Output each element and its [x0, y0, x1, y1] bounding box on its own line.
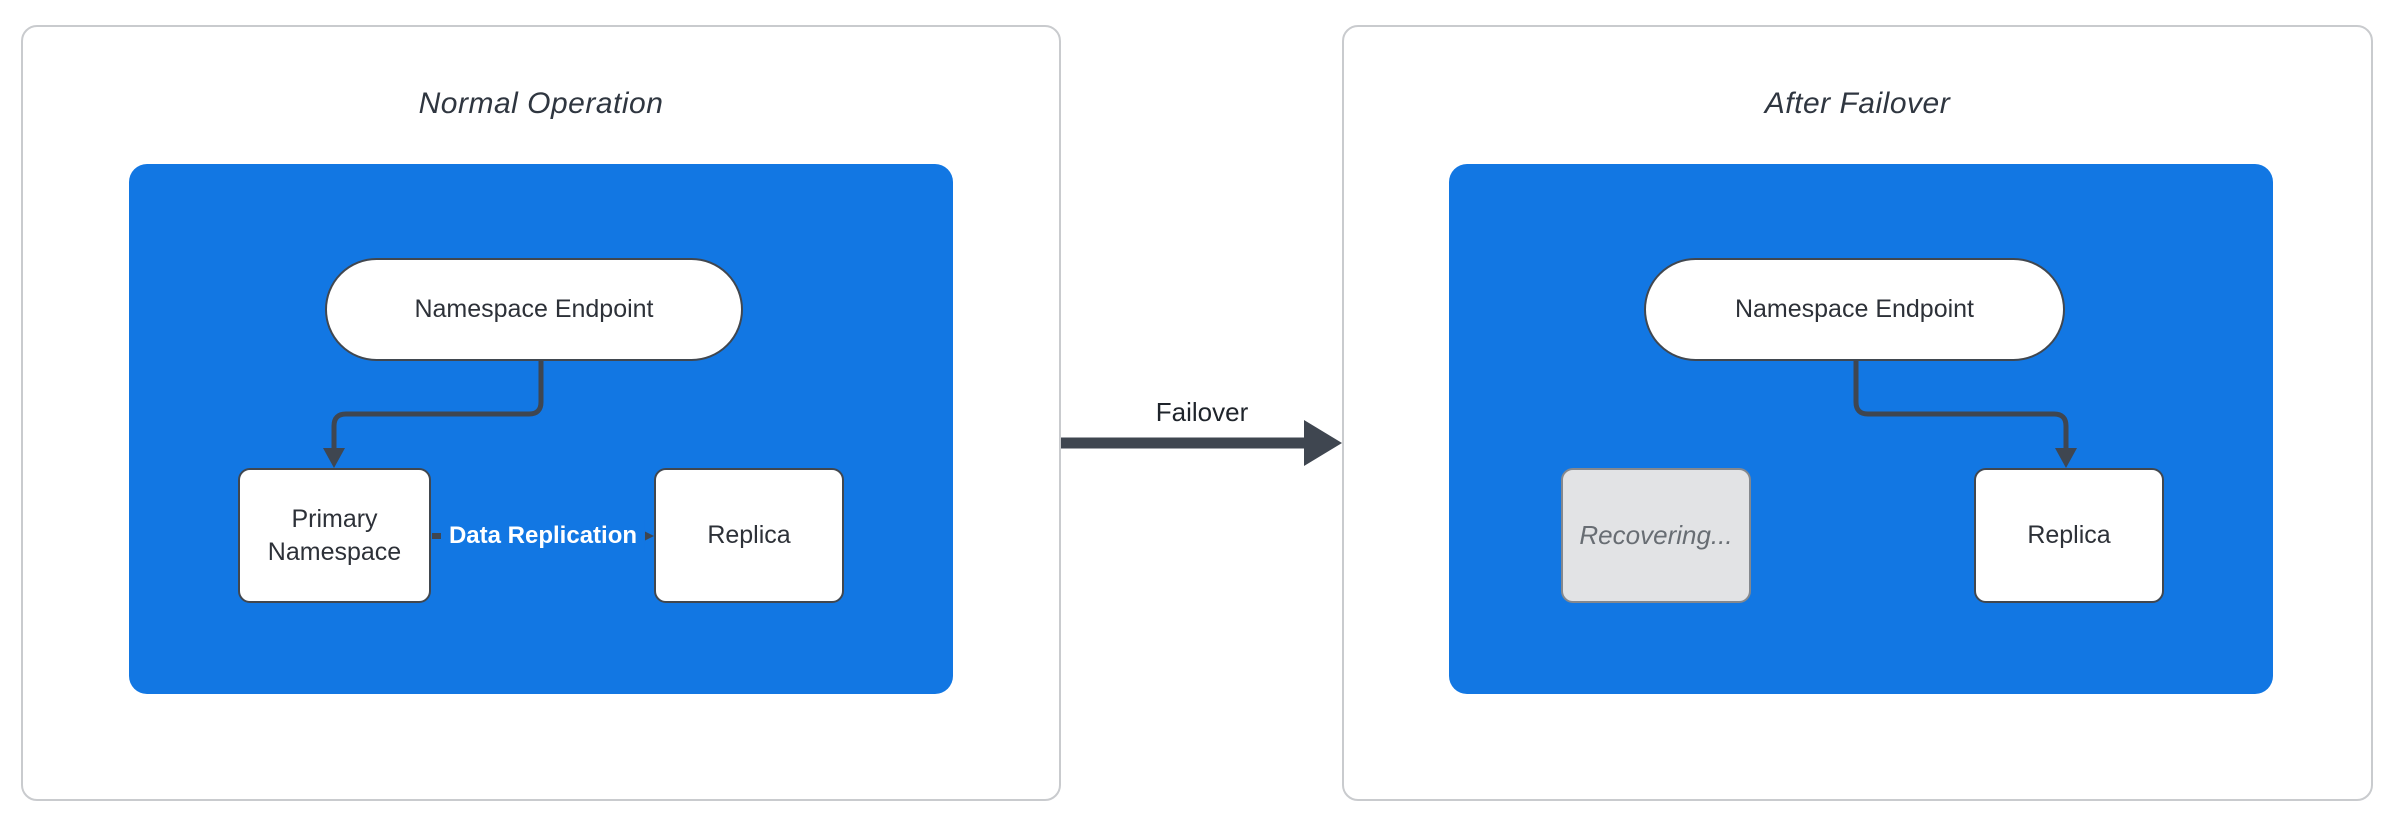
namespace-group-normal [129, 164, 953, 694]
panel-title-after-failover: After Failover [1764, 87, 1951, 120]
endpoint-node-after: Namespace Endpoint [1644, 258, 2065, 361]
primary-namespace-node: Primary Namespace [238, 468, 431, 603]
endpoint-node-normal: Namespace Endpoint [325, 258, 743, 361]
recovering-node-label: Recovering... [1579, 519, 1733, 550]
arrowhead-right-icon [1304, 420, 1342, 466]
replica-node-after: Replica [1974, 468, 2164, 603]
replica-node-label: Replica [707, 521, 791, 550]
replica-node-label: Replica [2027, 521, 2111, 550]
namespace-group-after [1449, 164, 2273, 694]
primary-namespace-label: Primary Namespace [267, 505, 402, 566]
endpoint-node-label: Namespace Endpoint [1734, 295, 1975, 324]
recovering-node: Recovering... [1561, 468, 1751, 603]
endpoint-node-label: Namespace Endpoint [414, 295, 654, 324]
replica-node-normal: Replica [654, 468, 844, 603]
replication-edge-label: Data Replication [440, 520, 646, 552]
failover-label: Failover [1155, 397, 1249, 427]
panel-title-normal-operation: Normal Operation [418, 87, 664, 120]
